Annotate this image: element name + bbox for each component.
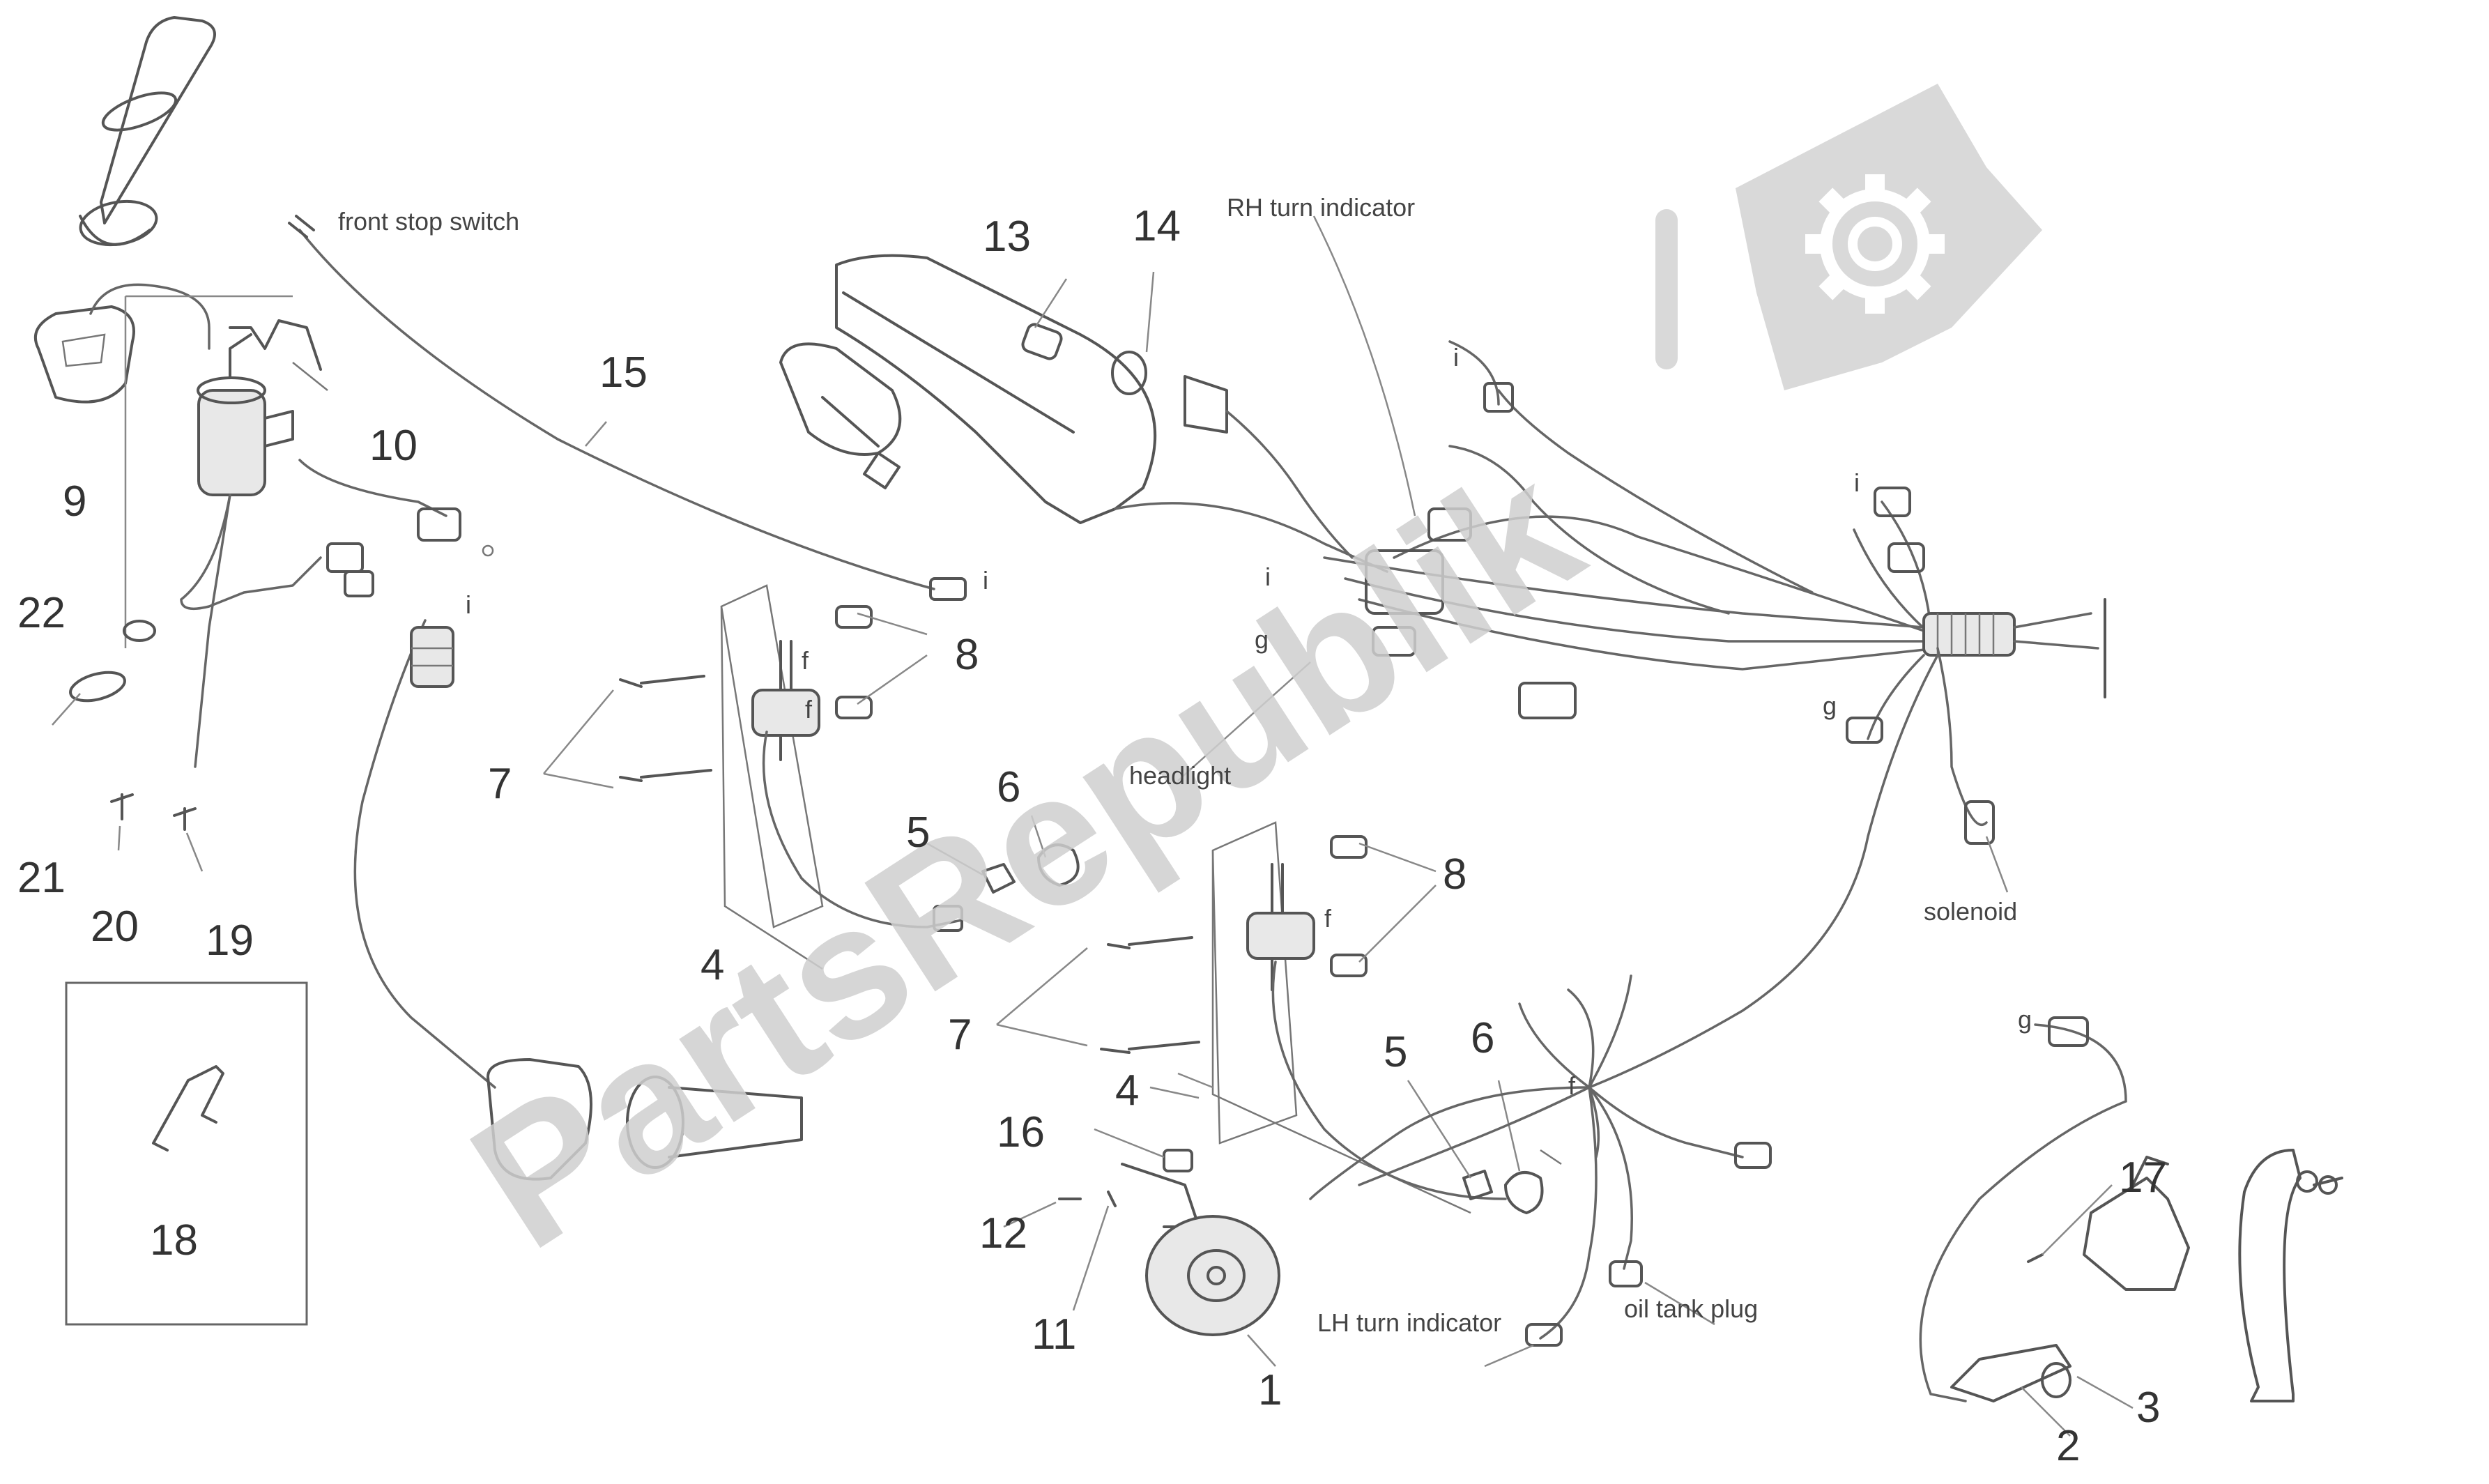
callout-4a: 4 bbox=[700, 941, 724, 989]
label-front-stop-switch: front stop switch bbox=[338, 207, 519, 236]
callout-21: 21 bbox=[17, 854, 66, 902]
bracket-assembly-lower bbox=[996, 821, 1507, 1214]
callout-15: 15 bbox=[599, 349, 648, 397]
callout-8a: 8 bbox=[955, 631, 979, 679]
callout-13: 13 bbox=[983, 213, 1031, 261]
callout-19: 19 bbox=[206, 917, 254, 965]
nut-clip-lower bbox=[1407, 1080, 1544, 1214]
callout-6a: 6 bbox=[997, 763, 1020, 811]
main-harness bbox=[1323, 340, 2106, 1089]
label-lh-turn-indicator: LH turn indicator bbox=[1317, 1308, 1501, 1337]
callout-14: 14 bbox=[1133, 202, 1181, 250]
connector-mark-f: f bbox=[802, 646, 809, 675]
callout-11: 11 bbox=[1032, 1310, 1076, 1359]
connector-mark-g: g bbox=[1255, 625, 1269, 654]
connector-mark-i: i bbox=[1265, 563, 1271, 591]
bulb-holders bbox=[1021, 271, 1354, 559]
callout-1: 1 bbox=[1258, 1366, 1282, 1414]
callout-8b: 8 bbox=[1443, 850, 1466, 898]
callout-10: 10 bbox=[369, 422, 418, 470]
callout-17: 17 bbox=[2119, 1154, 2167, 1202]
nut-clip-upper bbox=[926, 815, 1080, 894]
connector-marks: i i i i i f f f f g g g bbox=[466, 343, 2032, 1100]
connector-mark-g: g bbox=[1823, 691, 1837, 720]
gear-icon bbox=[1805, 174, 1945, 314]
handlebar-grip-top bbox=[79, 16, 216, 247]
callout-6b: 6 bbox=[1471, 1014, 1494, 1062]
bracket-assembly-upper bbox=[543, 584, 963, 970]
label-headlight: headlight bbox=[1129, 761, 1231, 790]
watermark-logo bbox=[1655, 84, 2042, 390]
callout-22: 22 bbox=[17, 589, 66, 637]
inset-box-18 bbox=[65, 981, 308, 1326]
callout-7b: 7 bbox=[948, 1011, 972, 1059]
front-stop-switch-cable bbox=[288, 215, 967, 601]
callout-5a: 5 bbox=[906, 809, 930, 857]
parts-drawing bbox=[34, 16, 2343, 1437]
watermark-text: PartsRepublik bbox=[438, 422, 1615, 1289]
callout-16: 16 bbox=[997, 1108, 1045, 1156]
horn bbox=[1003, 1128, 1280, 1367]
connector-mark-i: i bbox=[466, 590, 471, 619]
callout-5b: 5 bbox=[1384, 1028, 1407, 1076]
small-hardware bbox=[52, 620, 204, 872]
callout-7a: 7 bbox=[488, 760, 512, 808]
ignition-switch bbox=[180, 319, 494, 768]
label-rh-turn-indicator: RH turn indicator bbox=[1227, 193, 1415, 222]
callout-2: 2 bbox=[2056, 1422, 2080, 1470]
left-handlebar-switch bbox=[353, 619, 803, 1181]
callout-9: 9 bbox=[63, 477, 86, 526]
switch-housing bbox=[34, 283, 293, 648]
label-oil-tank-plug: oil tank plug bbox=[1624, 1294, 1758, 1323]
callout-4b: 4 bbox=[1115, 1066, 1139, 1115]
watermark-text-group: PartsRepublik bbox=[438, 422, 1615, 1289]
callout-18: 18 bbox=[150, 1216, 198, 1264]
connector-mark-f: f bbox=[1568, 1071, 1576, 1100]
connector-mark-f: f bbox=[805, 695, 813, 724]
lower-sub-harness bbox=[1309, 974, 1772, 1368]
label-leaders bbox=[1177, 215, 2009, 893]
callout-20: 20 bbox=[91, 903, 139, 951]
connector-mark-i: i bbox=[1453, 343, 1459, 372]
callout-numbers: 1 2 3 4 4 5 5 6 6 7 7 8 8 9 10 11 12 13 … bbox=[17, 202, 2167, 1470]
callout-3: 3 bbox=[2136, 1384, 2160, 1432]
connector-mark-i: i bbox=[1854, 468, 1860, 497]
part-labels: front stop switch RH turn indicator head… bbox=[338, 193, 2017, 1337]
connector-mark-g: g bbox=[2018, 1005, 2032, 1034]
connector-mark-f: f bbox=[1324, 904, 1332, 933]
side-stand-assembly bbox=[1919, 1016, 2343, 1437]
callout-12: 12 bbox=[979, 1209, 1027, 1257]
connector-mark-i: i bbox=[983, 566, 988, 595]
label-solenoid: solenoid bbox=[1924, 897, 2017, 926]
instrument-panel bbox=[779, 254, 1388, 573]
